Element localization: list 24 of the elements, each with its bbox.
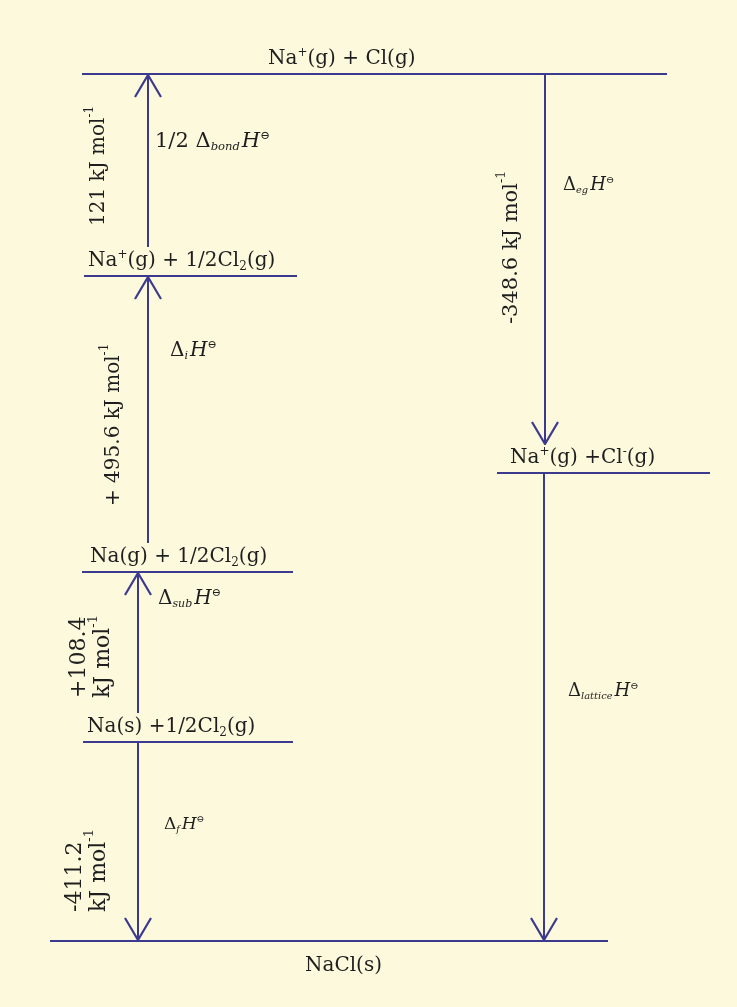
species-formula: Na$^{+}$(g) + Cl(g): [268, 45, 416, 69]
energy-level: [50, 940, 608, 976]
species-formula: Na(g) + 1/2Cl$_{2}$(g): [90, 543, 268, 567]
arrow: [123, 742, 153, 942]
edge-label: Δ$_{eg}$H$^{⊖}$: [563, 172, 615, 197]
edge-label: Δ$_{lattice}$H$^{⊖}$: [568, 678, 639, 703]
energy-level: [84, 247, 297, 277]
edge-label: 1/2 Δ$_{bond}$H$^{⊖}$: [155, 126, 270, 155]
arrow: [123, 571, 153, 714]
energy-level: [497, 444, 710, 474]
edge-label: Δ$_{sub}$H$^{⊖}$: [158, 584, 221, 611]
energy-level: [82, 45, 667, 75]
energy-level: [83, 713, 293, 743]
species-formula: Na$^{+}$(g) +Cl$^{-}$(g): [510, 444, 656, 468]
species-formula: Na$^{+}$(g) + 1/2Cl$_{2}$(g): [88, 247, 276, 271]
arrow: [133, 73, 163, 248]
species-formula: NaCl(s): [305, 952, 382, 976]
energy-level: [82, 543, 293, 573]
edge-label: Δ$_{i}$H$^{⊖}$: [170, 336, 217, 363]
arrow: [530, 74, 560, 446]
edge-label: Δ$_{f}$H$^{⊖}$: [164, 812, 205, 835]
species-formula: Na(s) +1/2Cl$_{2}$(g): [87, 713, 256, 737]
arrow: [529, 473, 559, 942]
arrow: [133, 275, 163, 544]
